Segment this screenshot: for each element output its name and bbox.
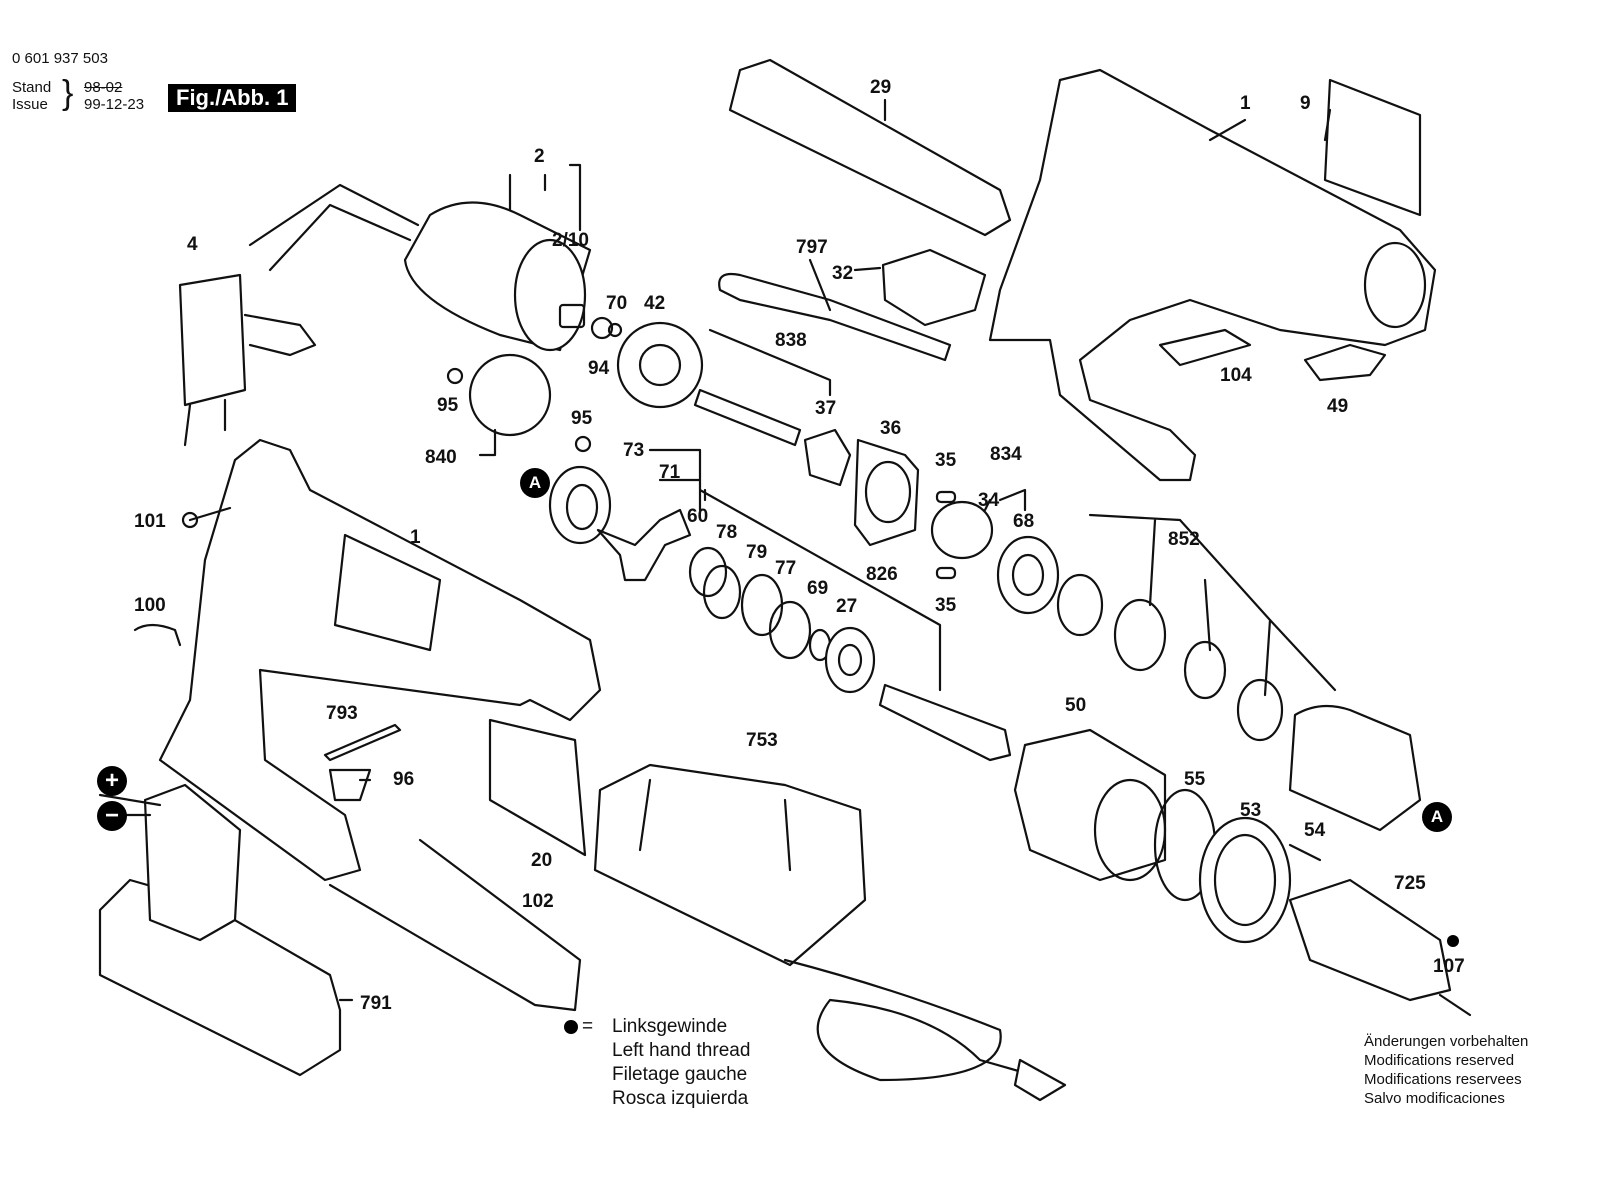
callout-791: 791 xyxy=(360,993,392,1014)
callout-77: 77 xyxy=(775,558,797,579)
thread-legend: = Linksgewinde Left hand thread Filetage… xyxy=(564,1015,751,1111)
callout-73: 73 xyxy=(623,440,645,461)
switch-part xyxy=(178,273,317,447)
mod-line: Änderungen vorbehalten xyxy=(1364,1033,1529,1050)
motor-part xyxy=(248,183,592,352)
minus-terminal-icon: − xyxy=(97,801,127,831)
dates: 98-02 99-12-23 xyxy=(84,79,144,113)
callout-100: 100 xyxy=(134,595,166,616)
mod-line: Modifications reservees xyxy=(1364,1071,1522,1088)
gear-42 xyxy=(616,321,704,409)
mod-line: Modifications reserved xyxy=(1364,1052,1515,1069)
callout-35-top: 35 xyxy=(935,450,957,471)
callout-20: 20 xyxy=(531,850,553,871)
callout-96: 96 xyxy=(393,769,415,790)
callout-834: 834 xyxy=(990,444,1022,465)
callout-826: 826 xyxy=(866,564,898,585)
callout-78: 78 xyxy=(716,522,738,543)
callout-1-right: 1 xyxy=(1240,93,1251,114)
sleeve-50 xyxy=(1013,728,1167,882)
part-number: 0 601 937 503 xyxy=(12,50,108,67)
legend-line: Linksgewinde xyxy=(612,1016,728,1037)
left-hand-thread-dot-icon xyxy=(1447,935,1459,947)
callout-725: 725 xyxy=(1394,873,1426,894)
callout-793: 793 xyxy=(326,703,358,724)
callout-69: 69 xyxy=(807,578,829,599)
callout-95-left: 95 xyxy=(437,395,459,416)
marker-a-left: A xyxy=(520,468,550,498)
callout-79: 79 xyxy=(746,542,768,563)
callout-4: 4 xyxy=(187,234,198,255)
callout-71: 71 xyxy=(659,462,681,483)
callout-54: 54 xyxy=(1304,820,1326,841)
callout-70: 70 xyxy=(606,293,628,314)
callout-2: 2 xyxy=(534,146,545,167)
callout-53: 53 xyxy=(1240,800,1262,821)
callout-50: 50 xyxy=(1065,695,1087,716)
callout-94: 94 xyxy=(588,358,610,379)
spindle-838 xyxy=(693,388,802,447)
callout-104: 104 xyxy=(1220,365,1252,386)
figure-label: Fig./Abb. 1 xyxy=(168,84,297,112)
callout-1-left: 1 xyxy=(410,527,421,548)
mod-line: Salvo modificaciones xyxy=(1364,1090,1505,1107)
modifications-notice: Änderungen vorbehalten Modifications res… xyxy=(1364,1032,1528,1108)
callout-840: 840 xyxy=(425,447,457,468)
housing-left xyxy=(158,438,602,882)
battery-791 xyxy=(98,783,342,1077)
callout-102: 102 xyxy=(522,891,554,912)
callout-95-right: 95 xyxy=(571,408,593,429)
legend-equals: = xyxy=(582,1016,594,1037)
callout-852: 852 xyxy=(1168,529,1200,550)
callout-55: 55 xyxy=(1184,769,1206,790)
chuck-725 xyxy=(1288,878,1452,1002)
brace-icon: } xyxy=(62,74,74,112)
stand-issue-labels: Stand Issue xyxy=(12,79,51,113)
plate-36 xyxy=(853,438,920,547)
callout-29: 29 xyxy=(870,77,892,98)
callout-107: 107 xyxy=(1433,956,1465,977)
callout-37: 37 xyxy=(815,398,837,419)
callout-36: 36 xyxy=(880,418,902,439)
callout-34: 34 xyxy=(978,490,1000,511)
callout-60: 60 xyxy=(687,506,709,527)
cover-29 xyxy=(728,58,1012,237)
housing-right xyxy=(988,68,1437,482)
charger-753 xyxy=(593,763,1067,1102)
gear-840 xyxy=(468,353,552,437)
callout-68: 68 xyxy=(1013,511,1035,532)
marker-a-right: A xyxy=(1422,802,1452,832)
callout-27: 27 xyxy=(836,596,858,617)
callout-797: 797 xyxy=(796,237,828,258)
callout-2-10: 2/10 xyxy=(552,230,589,251)
callout-9: 9 xyxy=(1300,93,1311,114)
issue-date: 99-12-23 xyxy=(84,96,145,113)
callout-42: 42 xyxy=(644,293,666,314)
callout-32: 32 xyxy=(832,263,854,284)
stand-old-date: 98-02 xyxy=(84,79,123,96)
plus-terminal-icon: + xyxy=(97,766,127,796)
stand-label: Stand xyxy=(12,79,52,96)
legend-line: Filetage gauche xyxy=(612,1064,748,1085)
callout-753: 753 xyxy=(746,730,778,751)
legend-line: Rosca izquierda xyxy=(612,1088,749,1109)
issue-label: Issue xyxy=(12,96,48,113)
callout-101: 101 xyxy=(134,511,166,532)
callout-35-bottom: 35 xyxy=(935,595,957,616)
label-9 xyxy=(1323,78,1422,217)
callout-838: 838 xyxy=(775,330,807,351)
bullet-dot-icon xyxy=(564,1020,578,1034)
callout-49: 49 xyxy=(1327,396,1349,417)
legend-line: Left hand thread xyxy=(612,1040,751,1061)
